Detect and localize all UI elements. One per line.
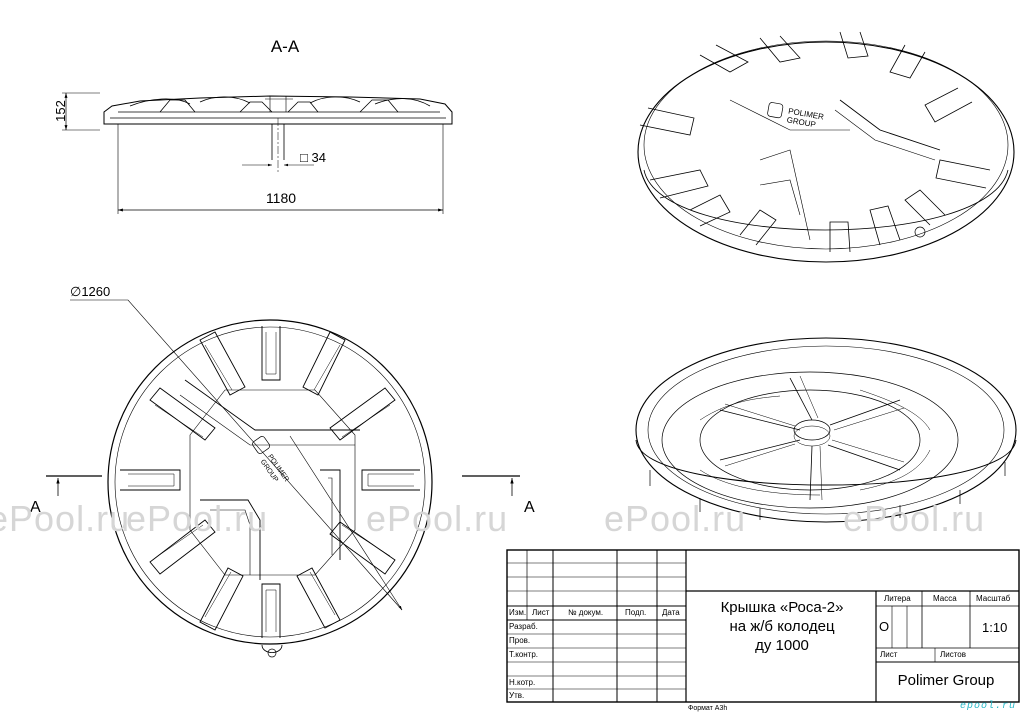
iso-bottom-view bbox=[635, 337, 1017, 523]
watermark-4: ePool.ru bbox=[604, 498, 747, 539]
row-utv: Утв. bbox=[509, 691, 525, 700]
diameter-dimension: ∅1260 bbox=[70, 284, 110, 299]
watermark-1: ePool.ru bbox=[0, 498, 131, 539]
watermark-2: ePool.ru bbox=[126, 498, 269, 539]
width-dimension: 1180 bbox=[266, 190, 296, 206]
iso-top-view: POLIMER GROUP bbox=[637, 31, 1015, 263]
row-nkontr: Н.котр. bbox=[509, 678, 536, 687]
listov-label: Листов bbox=[940, 650, 966, 659]
company-name: Polimer Group bbox=[897, 672, 995, 689]
header-masshtab: Масштаб bbox=[976, 594, 1011, 603]
square-dimension: □ 34 bbox=[300, 150, 326, 165]
section-view: A-A 152 □ 34 1180 bbox=[53, 37, 453, 214]
cut-mark-right: A bbox=[524, 499, 535, 516]
col-data: Дата bbox=[662, 608, 680, 617]
watermark-3: ePool.ru bbox=[366, 498, 509, 539]
site-logo: epool.ru bbox=[959, 701, 1016, 712]
watermark-5: ePool.ru bbox=[843, 498, 986, 539]
col-izm: Изм. bbox=[509, 608, 527, 617]
litera-value: О bbox=[879, 619, 890, 634]
format-label: Формат А3h bbox=[688, 705, 728, 712]
section-title: A-A bbox=[271, 37, 300, 56]
header-massa: Масса bbox=[933, 594, 957, 603]
col-list: Лист bbox=[532, 608, 550, 617]
cut-mark-left: A bbox=[30, 499, 41, 516]
plan-view: POLIMER GROUP ∅1260 A A bbox=[30, 284, 535, 658]
scale-value: 1:10 bbox=[982, 620, 1008, 635]
col-podp: Подп. bbox=[625, 608, 647, 617]
title-line-3: ду 1000 bbox=[755, 637, 809, 654]
row-tkontr: Т.контр. bbox=[509, 650, 539, 659]
height-dimension: 152 bbox=[53, 100, 68, 122]
row-razrab: Разраб. bbox=[509, 622, 538, 631]
drawing-title: Крышка «Роса-2» на ж/б колодец ду 1000 bbox=[690, 598, 874, 655]
row-prov: Пров. bbox=[509, 636, 531, 645]
col-doc: № докум. bbox=[568, 608, 604, 617]
title-line-1: Крышка «Роса-2» bbox=[720, 599, 844, 616]
list-label: Лист bbox=[880, 650, 898, 659]
title-line-2: на ж/б колодец bbox=[729, 618, 835, 635]
header-litera: Литера bbox=[884, 594, 911, 603]
